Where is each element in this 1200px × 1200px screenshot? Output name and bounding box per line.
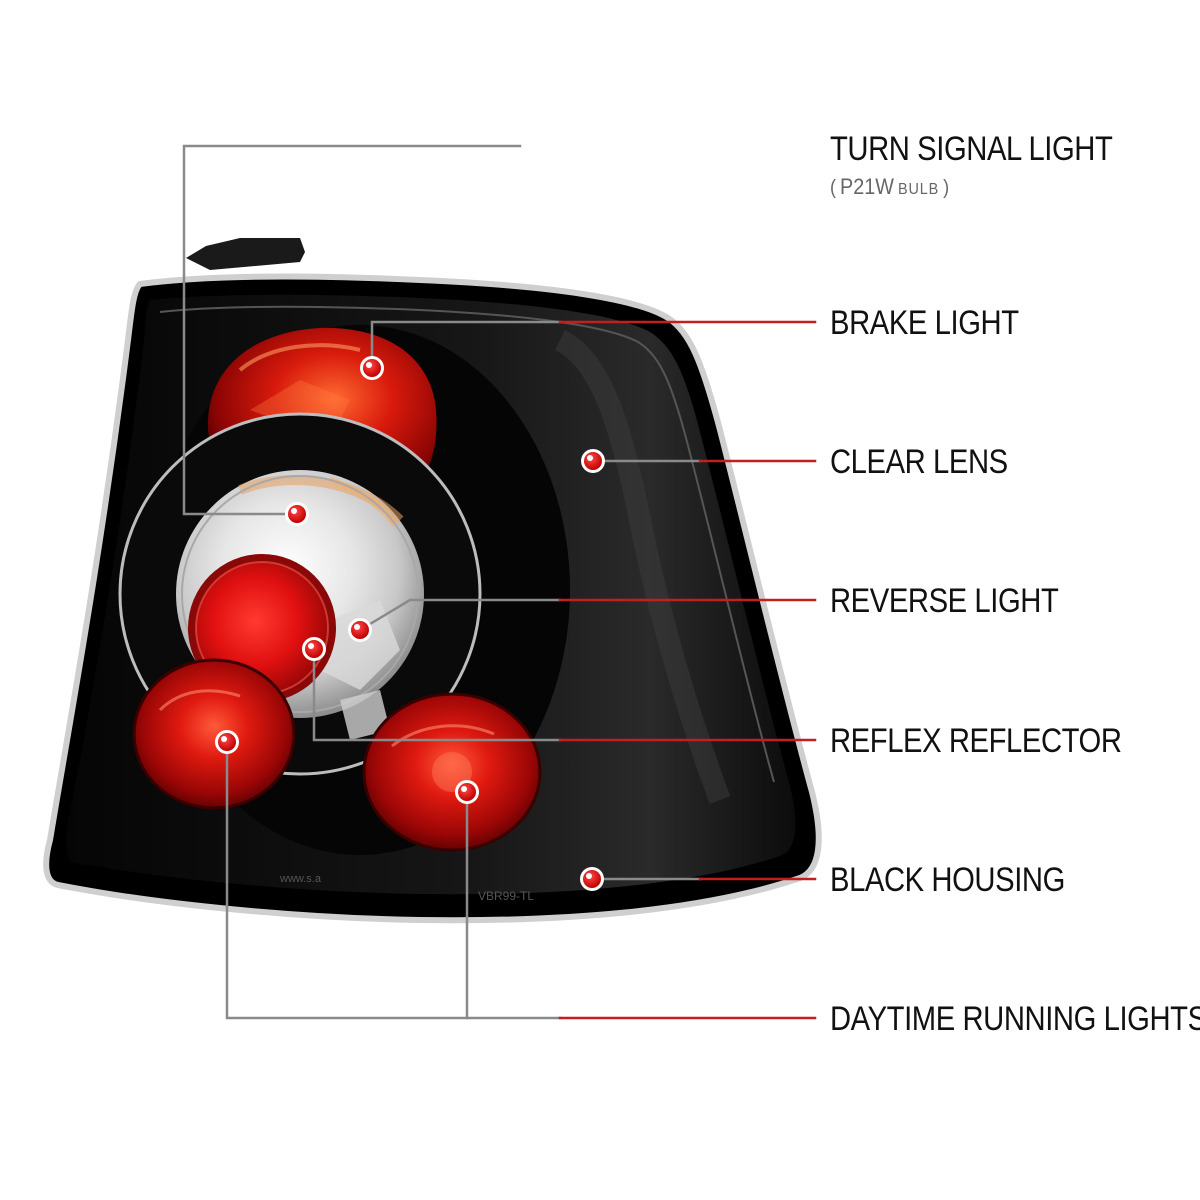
reverse-dot <box>348 618 372 642</box>
reverse-light-label: REVERSE LIGHT <box>830 582 1059 620</box>
bulb-note-type: P21W <box>840 174 894 199</box>
drl-right-dot <box>455 780 479 804</box>
reflex-leader <box>312 647 562 742</box>
bulb-note-word: BULB <box>897 181 940 198</box>
clear-lens-dot <box>581 449 605 473</box>
reflex-reflector-label: REFLEX REFLECTOR <box>830 722 1122 760</box>
turn-signal-dot <box>285 502 309 526</box>
bulb-note-close: ) <box>943 177 950 199</box>
tail-light-unit <box>43 238 822 924</box>
clear-lens-label: CLEAR LENS <box>830 443 1008 481</box>
housing-glare <box>554 330 731 804</box>
housing-stamp-left: www.s.a <box>279 873 322 885</box>
drl-leader <box>225 740 562 1020</box>
drl-label: DAYTIME RUNNING LIGHTS <box>830 1000 1200 1038</box>
turn-signal-bulb-note: ( P21W BULB ) <box>830 174 950 199</box>
drl-left-dot <box>215 730 239 754</box>
drl-lamp-left <box>132 658 296 810</box>
mounting-tab <box>186 238 305 270</box>
drl-lamp-right <box>362 692 542 852</box>
black-housing-label: BLACK HOUSING <box>830 861 1065 899</box>
turn-signal-label: TURN SIGNAL LIGHT <box>830 130 1113 168</box>
inner-lens-edge <box>159 305 775 783</box>
brake-light-label: BRAKE LIGHT <box>830 304 1019 342</box>
housing-dot <box>580 867 604 891</box>
turn-signal-leader <box>182 144 522 516</box>
brake-dot <box>360 356 384 380</box>
brake-leader <box>370 320 562 370</box>
callout-dots <box>215 356 605 891</box>
reflex-dot <box>302 637 326 661</box>
leader-lines <box>182 144 817 1020</box>
bulb-note-open: ( <box>830 177 837 199</box>
reverse-leader <box>358 598 562 632</box>
housing-stamp-mid: VBR99-TL <box>478 889 534 903</box>
